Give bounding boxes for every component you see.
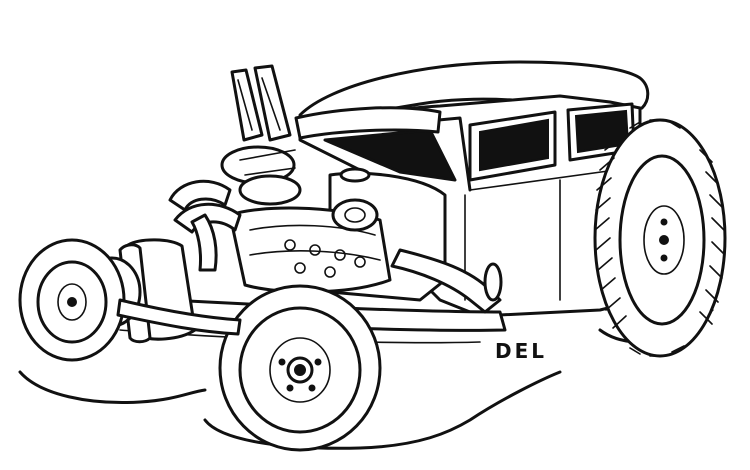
- exhaust-pipe: [390, 248, 503, 314]
- front-right-wheel: [218, 284, 382, 452]
- front-axle: [116, 298, 242, 336]
- front-left-wheel: [18, 238, 126, 362]
- exhaust-headers: [168, 179, 242, 272]
- rear-wheel: [593, 118, 727, 358]
- car-body: [294, 60, 650, 318]
- artist-signature: DEL: [495, 339, 547, 363]
- tire-tread: [594, 119, 725, 357]
- velocity-stacks: [220, 64, 302, 206]
